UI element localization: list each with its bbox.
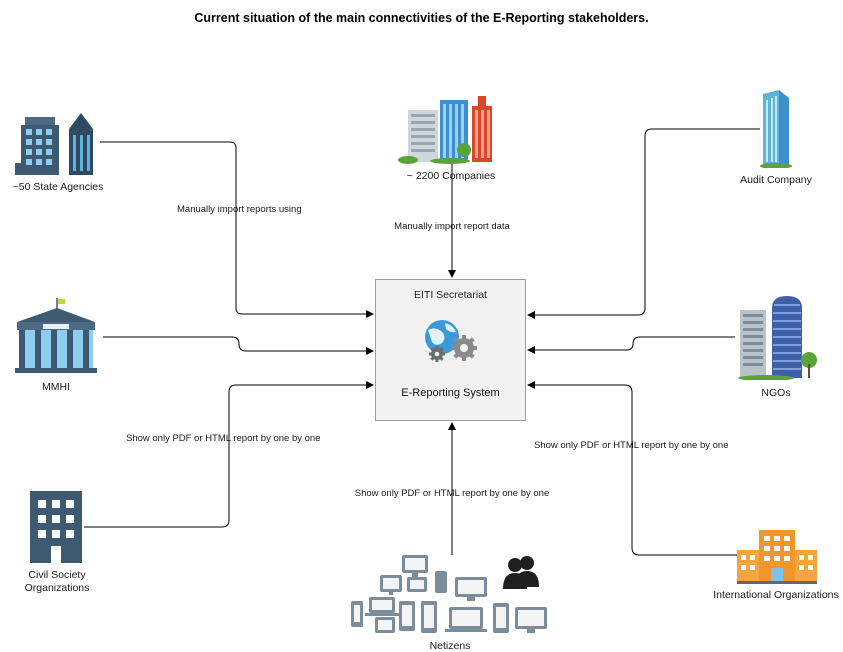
diagram-title: Current situation of the main connectivi… [194, 11, 649, 25]
central-label: E-Reporting System [401, 387, 500, 399]
building-icon [30, 491, 82, 563]
city-skyline-icon [398, 96, 492, 164]
tower-buildings-icon [738, 296, 817, 380]
globe-gears-icon [425, 320, 477, 362]
devices-users-icon [351, 555, 547, 633]
office-buildings-icon [15, 113, 93, 175]
office-complex-icon [737, 530, 817, 584]
edge-state-agencies [100, 141, 374, 318]
node-label-ngos: NGOs [761, 387, 791, 399]
government-building-icon [15, 298, 97, 373]
edge-label-companies: Manually import report data [394, 221, 510, 232]
node-label-civil-society-line2: Organizations [24, 582, 90, 594]
node-label-netizens: Netizens [429, 640, 471, 652]
edge-label-intl-orgs: Show only PDF or HTML report by one by o… [534, 440, 729, 451]
central-node-e-reporting: EITI Secretariat E-Reporting System [375, 279, 526, 421]
node-label-civil-society-line1: Civil Society [28, 569, 86, 581]
edge-label-state-agencies: Manually import reports using [177, 204, 302, 215]
edge-intl-orgs [527, 381, 740, 556]
central-header: EITI Secretariat [414, 289, 487, 301]
edge-label-netizens: Show only PDF or HTML report by one by o… [354, 488, 550, 499]
node-label-state-agencies: ~50 State Agencies [12, 181, 104, 193]
node-label-audit-company: Audit Company [740, 174, 812, 186]
node-label-mmhi: MMHI [42, 381, 70, 393]
node-label-intl-orgs: International Organizations [713, 589, 839, 601]
edge-civil-society [84, 381, 374, 528]
node-label-companies: ~ 2200 Companies [406, 170, 496, 182]
skyscraper-icon [760, 90, 792, 168]
edge-label-civil-society: Show only PDF or HTML report by one by o… [126, 433, 321, 444]
edge-mmhi [103, 336, 374, 355]
edge-ngos [527, 336, 735, 354]
edge-audit-company [527, 128, 760, 319]
